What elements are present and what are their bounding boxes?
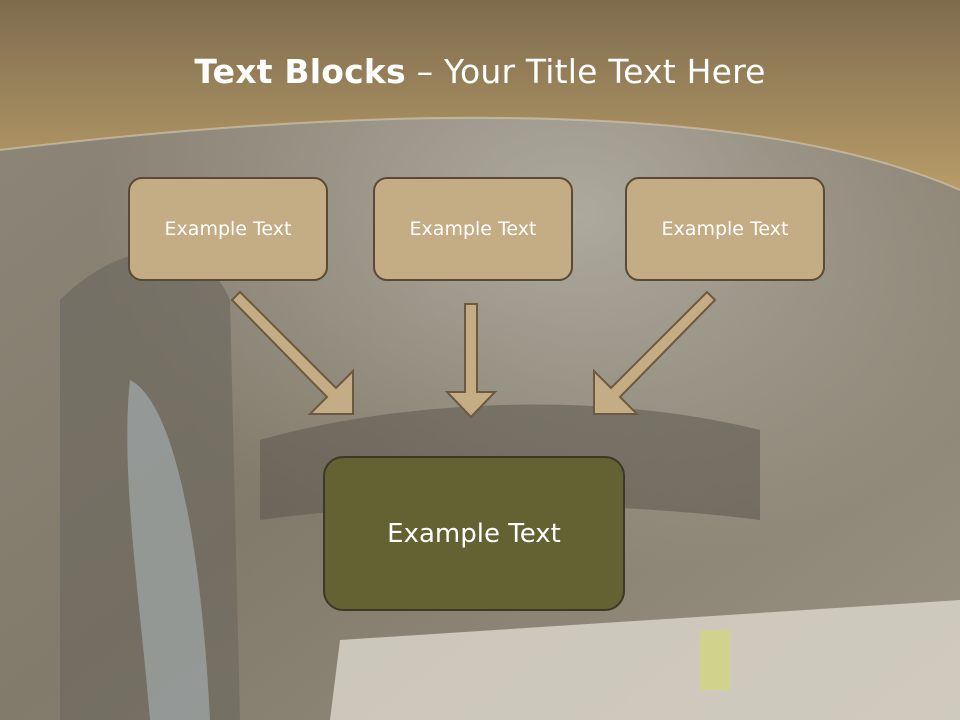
text-block-2-label: Example Text	[409, 218, 537, 240]
target-block-label: Example Text	[387, 518, 561, 549]
title-separator: –	[405, 52, 444, 91]
arrow-left	[230, 290, 354, 415]
title-rest: Your Title Text Here	[443, 52, 766, 91]
text-block-2[interactable]: Example Text	[373, 177, 573, 281]
arrow-right	[593, 290, 717, 415]
slide-title: Text Blocks – Your Title Text Here	[0, 52, 960, 91]
text-block-1[interactable]: Example Text	[128, 177, 328, 281]
text-block-1-label: Example Text	[164, 218, 292, 240]
text-block-3[interactable]: Example Text	[625, 177, 825, 281]
target-block[interactable]: Example Text	[323, 456, 625, 611]
title-bold: Text Blocks	[194, 52, 406, 91]
arrow-center	[444, 303, 498, 419]
text-block-3-label: Example Text	[661, 218, 789, 240]
